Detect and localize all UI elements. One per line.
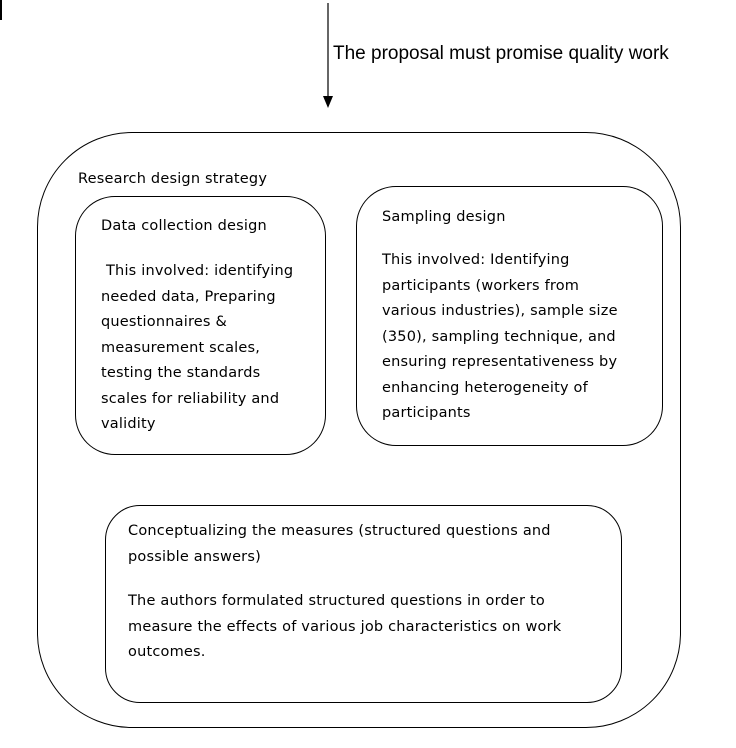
data-collection-box: Data collection design This involved: id… bbox=[75, 196, 326, 455]
text-line: enhancing heterogeneity of bbox=[382, 379, 588, 396]
down-arrow bbox=[323, 3, 333, 108]
text-line: The authors formulated structured questi… bbox=[128, 593, 545, 609]
outer-title: Research design strategy bbox=[78, 171, 268, 187]
text-line: outcomes. bbox=[128, 644, 206, 660]
text-line: Conceptualizing the measures (structured… bbox=[128, 523, 551, 539]
text-line: testing the standards bbox=[101, 365, 261, 381]
sampling-title: Sampling design bbox=[382, 209, 506, 225]
arrow-label: The proposal must promise quality work bbox=[333, 43, 669, 64]
text-line: participants bbox=[382, 405, 471, 421]
measures-title: Conceptualizing the measures (structured… bbox=[128, 519, 551, 570]
edge-mark bbox=[0, 0, 2, 20]
data-collection-text: This involved: identifying needed data, … bbox=[101, 259, 341, 438]
data-collection-title: Data collection design bbox=[101, 218, 267, 234]
text-line: ensuring representativeness by bbox=[382, 354, 618, 370]
text-line: measurement scales, bbox=[101, 339, 261, 356]
measures-box: Conceptualizing the measures (structured… bbox=[105, 505, 622, 703]
text-line: measure the effects of various job chara… bbox=[128, 618, 562, 635]
text-line: needed data, Preparing bbox=[101, 288, 276, 305]
sampling-text: This involved: Identifying participants … bbox=[382, 248, 618, 427]
text-line: scales for reliability and bbox=[101, 390, 280, 407]
measures-text: The authors formulated structured questi… bbox=[128, 589, 561, 666]
text-line: participants (workers from bbox=[382, 277, 580, 294]
text-line: (350), sampling technique, and bbox=[382, 328, 616, 345]
text-line: various industries), sample size bbox=[382, 303, 618, 319]
text-line: validity bbox=[101, 416, 156, 432]
text-line: This involved: identifying bbox=[106, 263, 294, 279]
text-line: This involved: Identifying bbox=[382, 252, 570, 268]
sampling-design-box: Sampling design This involved: Identifyi… bbox=[356, 186, 663, 446]
text-line: questionnaires & bbox=[101, 314, 227, 330]
text-line: possible answers) bbox=[128, 548, 261, 565]
